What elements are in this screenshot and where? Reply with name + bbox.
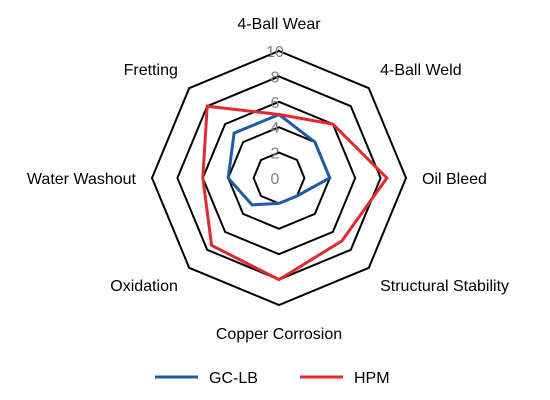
grid-ring-6: [201, 100, 357, 256]
axis-label-copper-corrosion: Copper Corrosion: [216, 326, 342, 343]
axis-label-oil-bleed: Oil Bleed: [422, 171, 487, 188]
series-line-gc-lb: [226, 112, 332, 207]
tick-label-4: 4: [271, 120, 280, 137]
grid-ring-10: [150, 49, 408, 307]
radial-tick-labels: 0 2 4 6 8 10: [266, 44, 284, 188]
series-line-hpm: [201, 104, 389, 282]
tick-label-10: 10: [266, 44, 284, 61]
legend-label-gc-lb: GC-LB: [209, 370, 258, 387]
axis-label-water-washout: Water Washout: [27, 171, 137, 188]
tick-label-6: 6: [271, 95, 280, 112]
axis-label-structural-stability: Structural Stability: [380, 278, 509, 295]
legend-label-hpm: HPM: [354, 370, 390, 387]
axis-label-4-ball-weld: 4-Ball Weld: [380, 62, 462, 79]
axis-label-4-ball-wear: 4-Ball Wear: [237, 16, 321, 33]
tick-label-8: 8: [271, 69, 280, 86]
tick-label-0: 0: [271, 171, 280, 188]
tick-label-2: 2: [271, 146, 280, 163]
radar-series: [201, 104, 389, 282]
axis-label-oxidation: Oxidation: [110, 278, 178, 295]
legend: GC-LB HPM: [155, 370, 390, 387]
axis-label-fretting: Fretting: [124, 62, 178, 79]
